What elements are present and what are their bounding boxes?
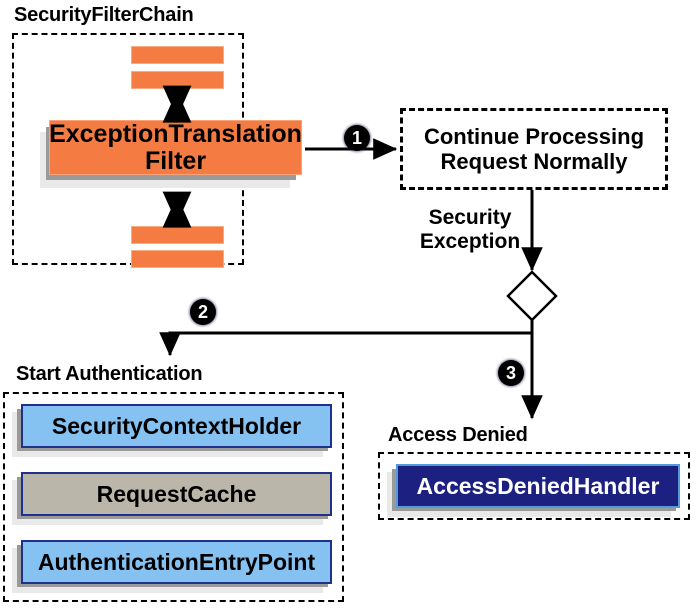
edge-label-security-exception: Security Exception [419, 206, 521, 254]
filter-bar-4[interactable] [131, 250, 224, 268]
node-access-denied-handler[interactable]: AccessDeniedHandler [396, 464, 680, 508]
group-box-start-authentication [3, 392, 344, 602]
node-access-denied-handler-label: AccessDeniedHandler [416, 472, 660, 499]
exception-translation-filter-label-line2: Filter [144, 146, 207, 175]
decision-diamond[interactable] [506, 270, 558, 322]
node-security-context-holder-label: SecurityContextHolder [51, 412, 302, 439]
group-box-access-denied [378, 452, 690, 520]
group-label-security-filter-chain: SecurityFilterChain [14, 4, 194, 26]
group-label-access-denied: Access Denied [388, 424, 528, 446]
step-badge-1: 1 [344, 125, 370, 151]
continue-processing-line1: Continue Processing [423, 123, 645, 149]
node-authentication-entry-point[interactable]: AuthenticationEntryPoint [21, 540, 332, 584]
node-authentication-entry-point-label: AuthenticationEntryPoint [37, 548, 316, 575]
node-request-cache[interactable]: RequestCache [21, 472, 332, 516]
step-badge-3: 3 [498, 360, 524, 386]
continue-processing-line2: Request Normally [440, 149, 628, 174]
node-security-context-holder[interactable]: SecurityContextHolder [21, 404, 332, 448]
filter-bar-1[interactable] [131, 46, 224, 64]
filter-bar-3[interactable] [131, 226, 224, 244]
step-badge-2: 2 [190, 299, 216, 325]
continue-processing-box[interactable]: Continue Processing Request Normally [400, 108, 668, 190]
exception-translation-filter[interactable]: ExceptionTranslation Filter [49, 120, 302, 175]
wire-2-decision-to-start-authentication [159, 320, 534, 357]
group-label-start-authentication: Start Authentication [16, 363, 203, 385]
exception-translation-filter-label-line1: ExceptionTranslation [49, 119, 302, 148]
node-request-cache-label: RequestCache [96, 480, 257, 507]
filter-bar-2[interactable] [131, 71, 224, 89]
